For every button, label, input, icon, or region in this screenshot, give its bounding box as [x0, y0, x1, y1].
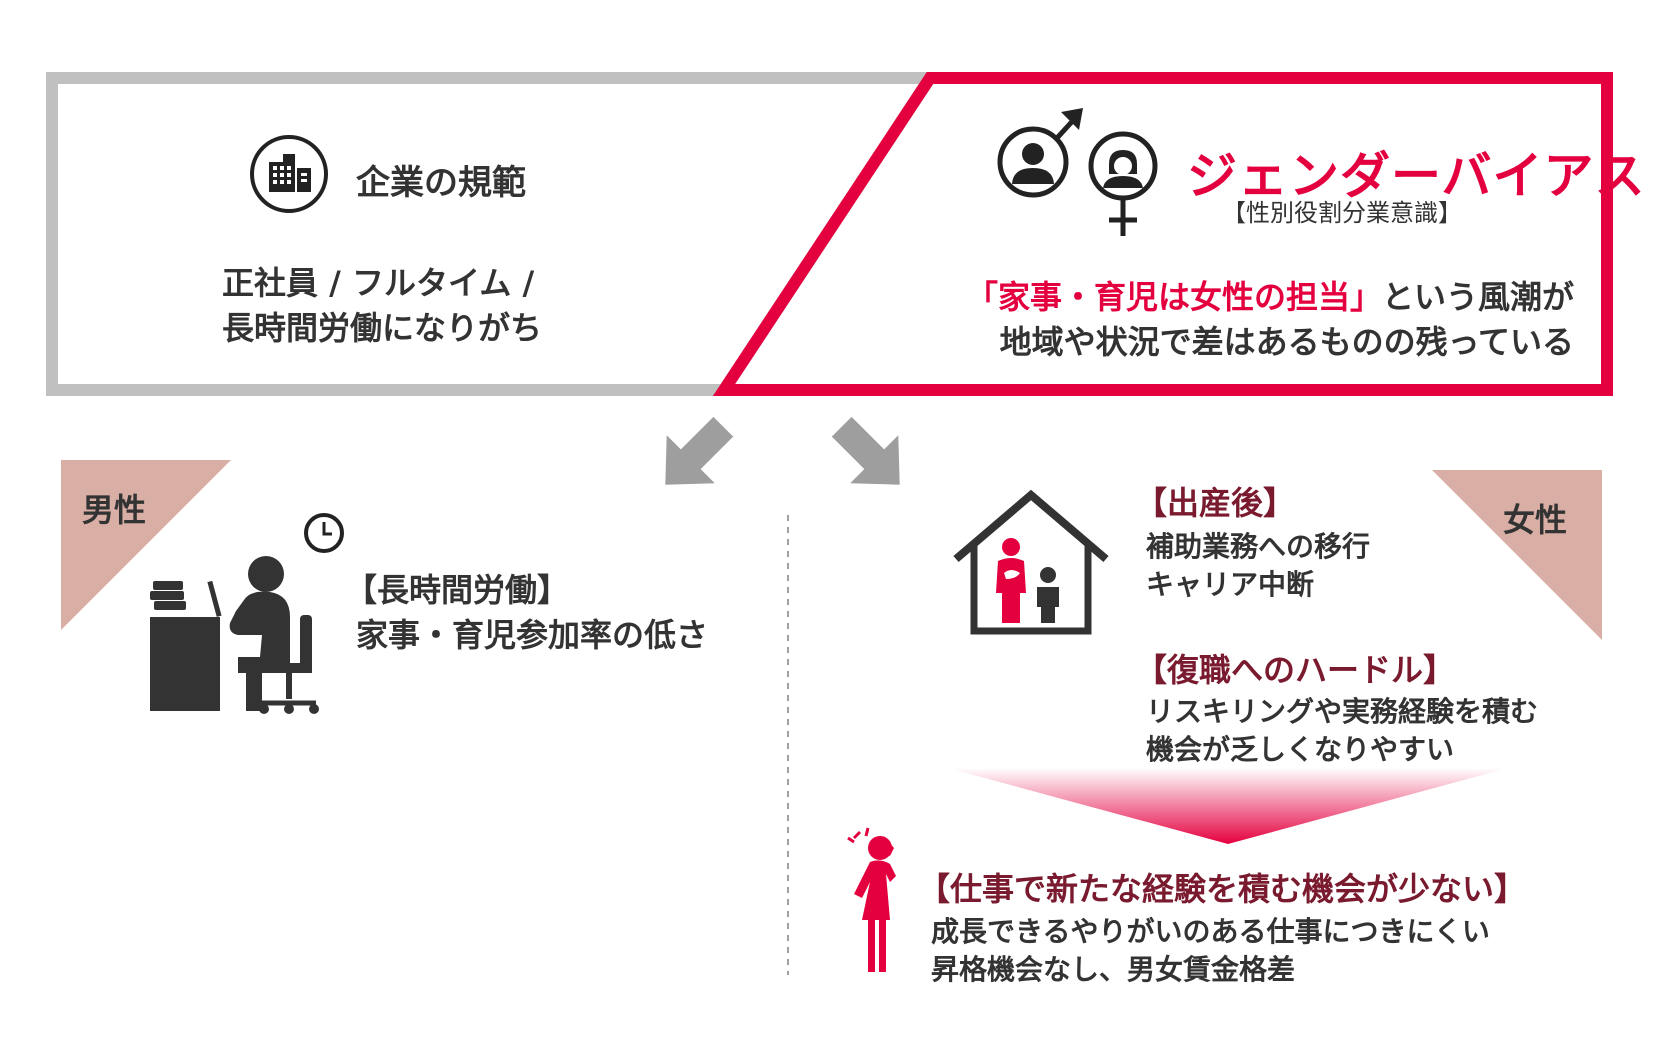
result-line-1: 成長できるやりがいのある仕事につきにくい [931, 915, 1490, 948]
return-hurdle-line-2: 機会が乏しくなりやすい [1146, 733, 1455, 766]
gender-bias-frame [712, 72, 1613, 396]
arrow-down-left-icon [665, 416, 734, 485]
result-heading: 【仕事で新たな経験を積む機会が少ない】 [918, 870, 1527, 908]
distressed-woman-icon [847, 827, 896, 972]
gender-bias-highlight: 「家事・育児は女性の担当」 [965, 278, 1382, 316]
after-birth-line-1: 補助業務への移行 [1146, 530, 1371, 563]
after-birth-line-2: キャリア中断 [1146, 568, 1315, 601]
building-icon [249, 134, 329, 214]
male-heading: 【長時間労働】 [345, 571, 570, 609]
desk-worker-icon [150, 556, 319, 714]
house-mother-child-icon [953, 489, 1109, 635]
corporate-norm-title: 企業の規範 [356, 163, 526, 203]
top-frames [46, 72, 1613, 396]
female-tag-label: 女性 [1503, 501, 1568, 539]
result-line-2: 昇格機会なし、男女賃金格差 [931, 953, 1296, 986]
male-tag-label: 男性 [82, 491, 147, 529]
after-birth-heading: 【出産後】 [1135, 484, 1296, 522]
arrow-down-right-icon [831, 416, 900, 485]
gender-bias-title: ジェンダーバイアス [1187, 147, 1646, 205]
corporate-norm-line-2: 長時間労働になりがち [222, 309, 543, 347]
return-hurdle-heading: 【復職へのハードル】 [1135, 651, 1456, 689]
result-funnel-arrow [948, 768, 1508, 844]
gender-bias-line-2: 地域や状況で差はあるものの残っている [999, 323, 1574, 361]
female-tag-shape [1432, 470, 1602, 640]
clock-icon [304, 513, 344, 553]
gender-bias-line-1-rest: という風潮が [1381, 278, 1574, 316]
center-divider [787, 515, 789, 975]
gender-bias-line-1: 「家事・育児は女性の担当」という風潮が [966, 272, 1574, 318]
male-body: 家事・育児参加率の低さ [356, 616, 709, 654]
male-tag-shape [61, 460, 231, 630]
corporate-norm-line-1: 正社員 / フルタイム / [222, 264, 535, 302]
male-symbol-icon [997, 108, 1083, 198]
gender-bias-subtitle: 【性別役割分業意識】 [1222, 199, 1462, 227]
return-hurdle-line-1: リスキリングや実務経験を積む [1146, 695, 1539, 728]
female-symbol-icon [1088, 131, 1158, 236]
